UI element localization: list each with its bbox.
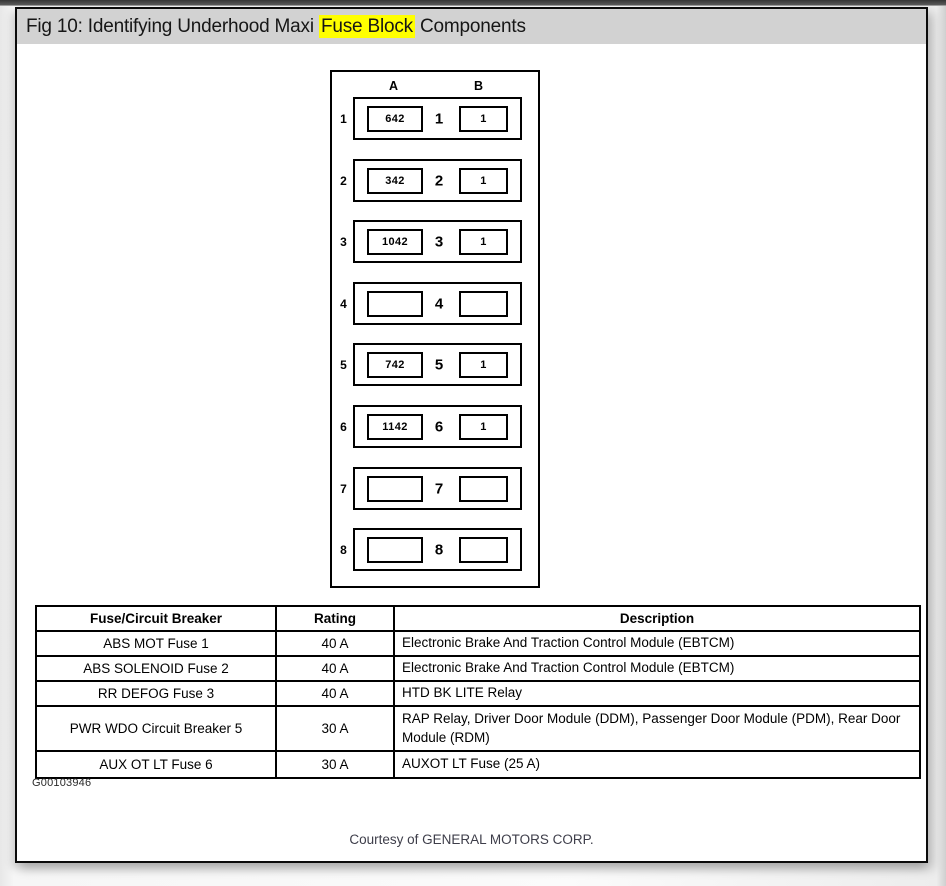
fuse-name: AUX OT LT Fuse 6 [35,750,277,779]
figure-title-bar: Fig 10: Identifying Underhood Maxi Fuse … [17,9,926,44]
fuse-cavity-b [459,536,508,563]
window-top-strip [0,0,946,6]
table-row: AUX OT LT Fuse 6 30 A AUXOT LT Fuse (25 … [35,750,921,779]
search-highlight: Fuse Block [318,15,415,38]
fuse-cavity-b: 1 [459,167,508,194]
fuse-description: AUXOT LT Fuse (25 A) [393,750,921,779]
fuse-description: HTD BK LITE Relay [393,680,921,707]
module-number: 8 [434,541,444,558]
fuse-module: 742 5 1 [353,343,522,386]
fuse-name: ABS SOLENOID Fuse 2 [35,655,277,682]
fuse-row-1: 1 642 1 1 [332,97,538,140]
fuse-row-2: 2 342 2 1 [332,159,538,202]
fuse-module: 8 [353,528,522,571]
cavity-b-label: 1 [480,112,487,125]
fuse-row-6: 6 1142 6 1 [332,405,538,448]
row-number: 8 [340,542,347,557]
fuse-rating: 30 A [275,705,395,752]
fuse-cavity-a: 1042 [367,228,423,255]
table-row: PWR WDO Circuit Breaker 5 30 A RAP Relay… [35,705,921,752]
row-number: 6 [340,419,347,434]
fuse-description: RAP Relay, Driver Door Module (DDM), Pas… [393,705,921,752]
fuse-cavity-b [459,290,508,317]
table-row: RR DEFOG Fuse 3 40 A HTD BK LITE Relay [35,680,921,707]
figure-title-prefix: Fig 10: Identifying Underhood Maxi [26,16,319,37]
fuse-rating: 40 A [275,655,395,682]
fuse-module: 4 [353,282,522,325]
fuse-row-4: 4 4 [332,282,538,325]
fuse-cavity-b [459,475,508,502]
row-number: 7 [340,481,347,496]
fuse-cavity-b: 1 [459,105,508,132]
module-number: 7 [434,480,444,497]
cavity-b-label: 1 [480,235,487,248]
fuse-row-8: 8 8 [332,528,538,571]
cavity-b-label: 1 [480,174,487,187]
fuse-cavity-b: 1 [459,413,508,440]
fuse-rating: 30 A [275,750,395,779]
row-number: 3 [340,234,347,249]
cavity-b-label: 1 [480,420,487,433]
header-description: Description [393,605,921,632]
fuse-row-7: 7 7 [332,467,538,510]
fuse-rating: 40 A [275,680,395,707]
fuse-cavity-a: 742 [367,351,423,378]
fuse-module: 642 1 1 [353,97,522,140]
table-row: ABS MOT Fuse 1 40 A Electronic Brake And… [35,630,921,657]
cavity-a-label: 642 [385,112,405,125]
row-number: 5 [340,357,347,372]
module-number: 5 [434,356,444,373]
fuse-name: PWR WDO Circuit Breaker 5 [35,705,277,752]
column-label-a: A [389,79,399,93]
row-number: 1 [340,111,347,126]
module-number: 1 [434,110,444,127]
header-rating: Rating [275,605,395,632]
fuse-row-3: 3 1042 3 1 [332,220,538,263]
module-number: 3 [434,233,444,250]
fuse-block-diagram: A B 1 642 1 1 2 342 2 1 3 1042 3 1 [330,70,540,588]
fuse-module: 1142 6 1 [353,405,522,448]
figure-title-suffix: Components [414,16,526,37]
module-number: 2 [434,172,444,189]
fuse-module: 1042 3 1 [353,220,522,263]
fuse-row-5: 5 742 5 1 [332,343,538,386]
fuse-description: Electronic Brake And Traction Control Mo… [393,630,921,657]
fuse-cavity-a [367,290,423,317]
figure-id: G00103946 [32,777,92,789]
fuse-cavity-b: 1 [459,351,508,378]
cavity-a-label: 742 [385,358,405,371]
fuse-cavity-b: 1 [459,228,508,255]
module-number: 4 [434,295,444,312]
row-number: 4 [340,296,347,311]
fuse-description: Electronic Brake And Traction Control Mo… [393,655,921,682]
module-number: 6 [434,418,444,435]
row-number: 2 [340,173,347,188]
header-fuse-circuit-breaker: Fuse/Circuit Breaker [35,605,277,632]
cavity-b-label: 1 [480,358,487,371]
fuse-cavity-a: 342 [367,167,423,194]
fuse-cavity-a: 1142 [367,413,423,440]
fuse-cavity-a [367,475,423,502]
fuse-description-table: Fuse/Circuit Breaker Rating Description … [35,605,921,779]
cavity-a-label: 1142 [382,420,408,433]
fuse-name: ABS MOT Fuse 1 [35,630,277,657]
table-header-row: Fuse/Circuit Breaker Rating Description [35,605,921,632]
column-label-b: B [474,79,484,93]
fuse-name: RR DEFOG Fuse 3 [35,680,277,707]
fuse-module: 342 2 1 [353,159,522,202]
fuse-cavity-a [367,536,423,563]
cavity-a-label: 1042 [381,235,409,248]
table-row: ABS SOLENOID Fuse 2 40 A Electronic Brak… [35,655,921,682]
fuse-rating: 40 A [275,630,395,657]
figure-page: Fig 10: Identifying Underhood Maxi Fuse … [15,7,928,863]
courtesy-line: Courtesy of GENERAL MOTORS CORP. [349,832,594,847]
fuse-module: 7 [353,467,522,510]
fuse-cavity-a: 642 [367,105,423,132]
cavity-a-label: 342 [385,174,405,187]
